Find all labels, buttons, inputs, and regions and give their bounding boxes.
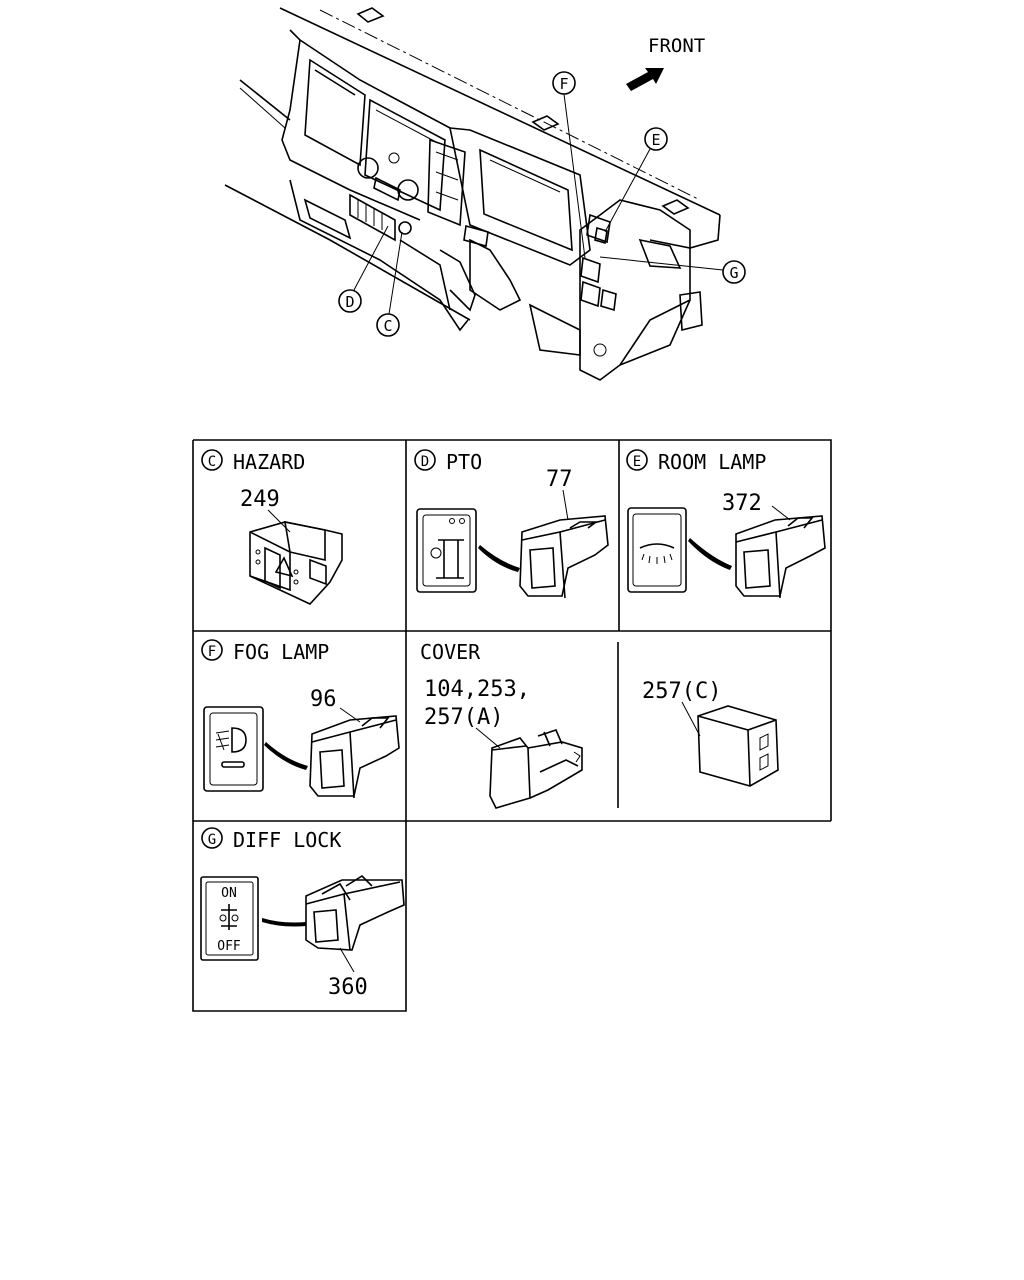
pto-letter: D xyxy=(421,454,429,470)
callout-c-label: C xyxy=(383,317,392,335)
cover-title: COVER xyxy=(420,640,481,664)
panel-cover: COVER 104,253, 257(A) 257(C) xyxy=(420,640,779,809)
panel-pto: D PTO 77 xyxy=(414,449,609,599)
front-arrow-icon xyxy=(626,68,664,91)
panel-diff-lock: G DIFF LOCK ON OFF 360 xyxy=(200,827,405,1000)
front-label: FRONT xyxy=(648,35,705,57)
cover-part-c: 257(C) xyxy=(642,679,721,704)
fog-lamp-title: FOG LAMP xyxy=(233,640,329,664)
pto-part-number: 77 xyxy=(546,467,573,492)
pto-title: PTO xyxy=(446,450,482,474)
hazard-part-number: 249 xyxy=(240,487,280,512)
room-lamp-letter: E xyxy=(633,454,641,470)
hazard-letter: C xyxy=(208,454,216,470)
panel-hazard: C HAZARD 249 xyxy=(201,449,343,605)
callout-e xyxy=(644,127,668,151)
parts-grid xyxy=(192,439,832,1012)
cover-part-line1: 104,253, xyxy=(424,677,530,702)
room-lamp-part-number: 372 xyxy=(722,491,762,516)
room-lamp-title: ROOM LAMP xyxy=(658,450,766,474)
fog-lamp-letter: F xyxy=(208,644,216,660)
cover-part-line2: 257(A) xyxy=(424,705,503,730)
panel-fog-lamp: F FOG LAMP 96 xyxy=(201,639,400,799)
hazard-title: HAZARD xyxy=(233,450,305,474)
diff-lock-on-label: ON xyxy=(221,886,237,901)
callout-g-label: G xyxy=(729,264,738,282)
callout-d-label: D xyxy=(345,293,354,311)
dashboard-overview: F E G D C FRONT xyxy=(224,7,746,381)
diff-lock-letter: G xyxy=(208,832,216,848)
callout-d xyxy=(338,289,362,313)
diff-lock-off-label: OFF xyxy=(217,939,241,954)
callout-f-label: F xyxy=(559,75,568,93)
callout-g xyxy=(722,260,746,284)
callout-c xyxy=(376,313,400,337)
diff-lock-title: DIFF LOCK xyxy=(233,828,341,852)
callout-e-label: E xyxy=(651,131,660,149)
diff-lock-part-number: 360 xyxy=(328,975,368,1000)
fog-lamp-part-number: 96 xyxy=(310,687,337,712)
panel-room-lamp: E ROOM LAMP 372 xyxy=(626,449,826,599)
